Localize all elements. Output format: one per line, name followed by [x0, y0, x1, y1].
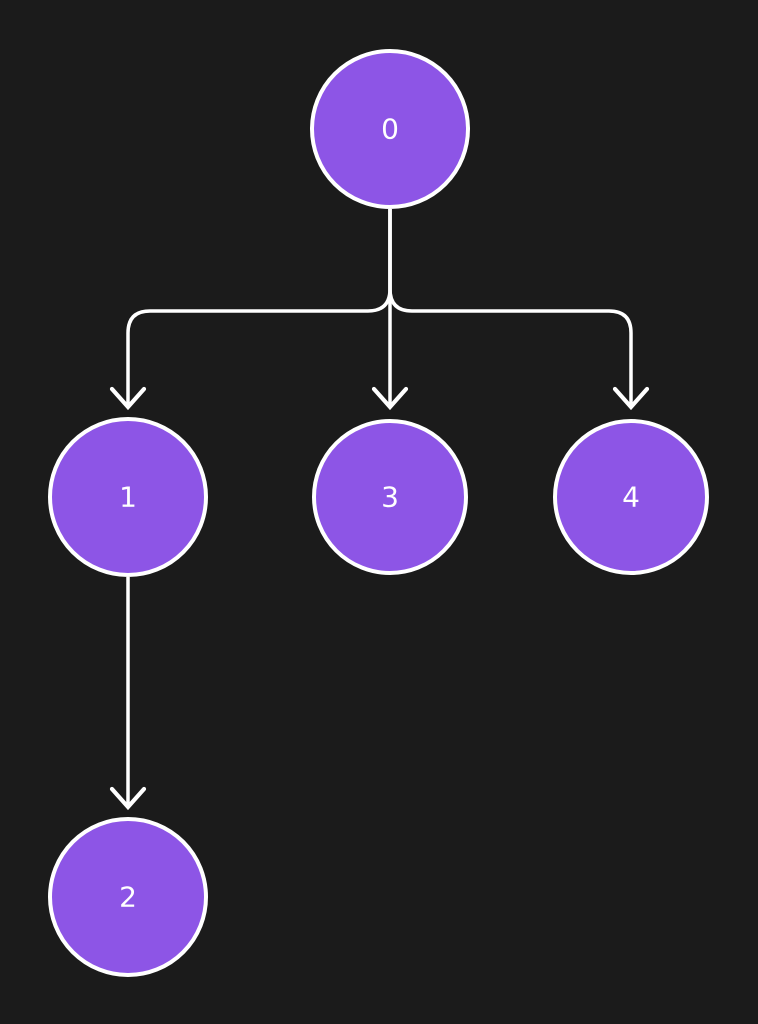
- arrowhead-0-1: [109, 386, 147, 411]
- arrowhead-0-3: [371, 386, 409, 411]
- tree-node-2: 2: [48, 817, 208, 977]
- node-circle: [310, 49, 470, 209]
- edge-0-1: [126, 209, 392, 405]
- node-circle: [312, 419, 468, 575]
- node-label: 1: [119, 481, 137, 514]
- edge-layer: [109, 209, 650, 811]
- tree-node-1: 1: [48, 417, 208, 577]
- node-circle: [48, 817, 208, 977]
- edge-0-4: [388, 209, 633, 405]
- node-label: 0: [381, 113, 399, 146]
- arrowhead-1-2: [109, 786, 147, 811]
- node-label: 2: [119, 881, 137, 914]
- node-layer: 0 1 3 4 2: [48, 49, 709, 977]
- node-circle: [553, 419, 709, 575]
- arrowhead-0-4: [612, 386, 650, 411]
- node-label: 4: [622, 481, 640, 514]
- tree-node-4: 4: [553, 419, 709, 575]
- tree-node-0: 0: [310, 49, 470, 209]
- tree-node-3: 3: [312, 419, 468, 575]
- node-label: 3: [381, 481, 399, 514]
- node-circle: [48, 417, 208, 577]
